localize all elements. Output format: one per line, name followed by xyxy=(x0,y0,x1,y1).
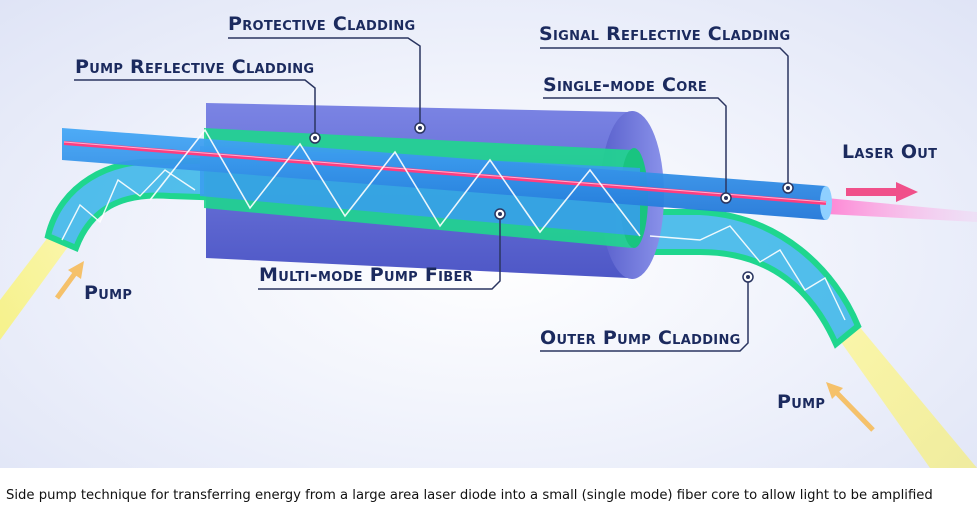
pump-rays-left xyxy=(61,169,196,241)
label-pump-left: Pump xyxy=(84,282,133,304)
fiber-diagram-graphic xyxy=(0,37,977,468)
pump-rays-right xyxy=(649,225,846,321)
pump-arrow-left xyxy=(54,261,84,300)
leader-signal-reflective-cladding xyxy=(540,47,794,194)
figure-caption: Side pump technique for transferring ene… xyxy=(6,488,933,503)
leader-single-mode-core xyxy=(543,97,732,204)
pump-arrow-right xyxy=(826,382,875,432)
pump-beam-right xyxy=(836,325,977,468)
right-pump-fiber xyxy=(637,209,862,349)
label-single-mode-core: Single-mode Core xyxy=(543,74,708,96)
diagram-canvas: Protective Cladding Signal Reflective Cl… xyxy=(0,0,977,468)
single-mode-core xyxy=(63,141,827,205)
label-multi-mode-pump-fiber: Multi-mode Pump Fiber xyxy=(259,264,473,286)
label-laser-out: Laser Out xyxy=(842,141,938,163)
laser-output-beam xyxy=(826,198,977,222)
leader-pump-reflective-cladding xyxy=(74,79,321,144)
label-signal-reflective-cladding: Signal Reflective Cladding xyxy=(539,23,791,45)
label-protective-cladding: Protective Cladding xyxy=(228,13,416,35)
leader-protective-cladding xyxy=(228,37,426,134)
label-pump-reflective-cladding: Pump Reflective Cladding xyxy=(75,56,315,78)
label-pump-right: Pump xyxy=(777,391,826,413)
laser-out-arrow xyxy=(846,182,918,202)
pump-rays-main xyxy=(149,128,641,237)
pump-beam-left xyxy=(0,232,70,340)
leader-multi-mode-pump-fiber xyxy=(258,208,506,290)
leader-outer-pump-cladding xyxy=(540,271,754,352)
label-outer-pump-cladding: Outer Pump Cladding xyxy=(540,327,741,349)
